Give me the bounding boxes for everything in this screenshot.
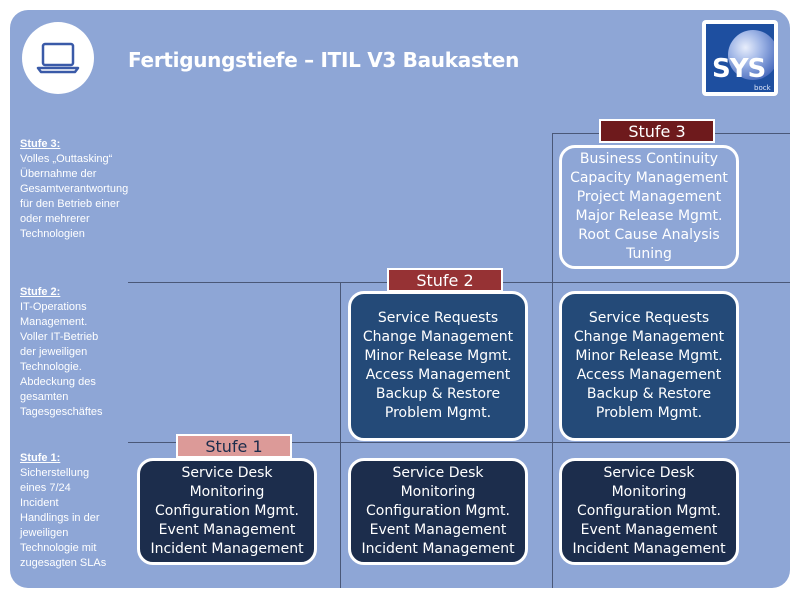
box-stufe1-col2: Service Desk Monitoring Configuration Mg…	[348, 458, 528, 565]
service-item: Major Release Mgmt.	[575, 208, 723, 224]
description-line: Management.	[20, 316, 88, 328]
description-line: Tagesgeschäftes	[20, 406, 103, 418]
box-stufe2-col2: Service Requests Change Management Minor…	[348, 291, 528, 441]
description-line: jeweiligen	[20, 527, 69, 539]
page-title: Fertigungstiefe – ITIL V3 Baukasten	[128, 48, 520, 72]
description-stufe1: Stufe 1: Sicherstellung eines 7/24 Incid…	[20, 451, 152, 571]
description-line: Technologie mit	[20, 542, 97, 554]
service-item: Root Cause Analysis	[578, 227, 720, 243]
service-item: Monitoring	[189, 484, 265, 500]
service-item: Service Desk	[603, 465, 695, 481]
description-line: zugesagten SLAs	[20, 557, 107, 569]
divider-stufe1	[128, 442, 790, 443]
description-line: eines 7/24	[20, 482, 71, 494]
description-line: Technologien	[20, 228, 85, 240]
description-line: Incident	[20, 497, 59, 509]
tag-stufe3: Stufe 3	[599, 119, 715, 143]
description-line: Handlings in der	[20, 512, 100, 524]
service-item: Incident Management	[361, 541, 515, 557]
service-item: Monitoring	[400, 484, 476, 500]
slide: Fertigungstiefe – ITIL V3 Baukasten SYS …	[10, 10, 790, 588]
service-item: Configuration Mgmt.	[577, 503, 721, 519]
service-item: Access Management	[365, 367, 511, 383]
service-item: Minor Release Mgmt.	[575, 348, 723, 364]
description-line: Technologie.	[20, 361, 82, 373]
description-heading: Stufe 2:	[20, 286, 61, 298]
service-item: Service Requests	[377, 310, 499, 326]
description-line: für den Betrieb einer	[20, 198, 120, 210]
service-item: Problem Mgmt.	[595, 405, 703, 421]
brand-text: SYS	[712, 54, 766, 84]
description-stufe3: Stufe 3: Volles „Outtasking“ Übernahme d…	[20, 137, 152, 242]
description-line: Voller IT-Betrieb	[20, 331, 99, 343]
tag-stufe2: Stufe 2	[387, 268, 503, 292]
service-item: Event Management	[369, 522, 507, 538]
divider-vertical-3	[552, 133, 553, 588]
laptop-logo	[22, 22, 94, 94]
service-item: Service Requests	[588, 310, 710, 326]
service-item: Problem Mgmt.	[384, 405, 492, 421]
service-item: Minor Release Mgmt.	[364, 348, 512, 364]
box-stufe1-col3: Service Desk Monitoring Configuration Mg…	[559, 458, 739, 565]
service-item: Incident Management	[150, 541, 304, 557]
divider-vertical-2	[340, 282, 341, 588]
description-line: Volles „Outtasking“	[20, 153, 113, 165]
service-item: Monitoring	[611, 484, 687, 500]
description-line: oder mehrerer	[20, 213, 90, 225]
service-item: Tuning	[626, 246, 672, 262]
sysbock-logo: SYS bock	[702, 20, 778, 96]
description-line: Abdeckung des	[20, 376, 96, 388]
description-heading: Stufe 1:	[20, 452, 61, 464]
service-item: Configuration Mgmt.	[366, 503, 510, 519]
brand-sub: bock	[754, 84, 771, 92]
service-item: Service Desk	[181, 465, 273, 481]
description-stufe2: Stufe 2: IT-Operations Management. Volle…	[20, 285, 152, 420]
service-item: Access Management	[576, 367, 722, 383]
description-line: gesamten	[20, 391, 69, 403]
box-stufe3-col3: Business Continuity Capacity Management …	[559, 145, 739, 269]
service-item: Event Management	[580, 522, 718, 538]
service-item: Backup & Restore	[375, 386, 501, 402]
service-item: Backup & Restore	[586, 386, 712, 402]
service-item: Incident Management	[572, 541, 726, 557]
tag-stufe1: Stufe 1	[176, 434, 292, 458]
service-item: Change Management	[573, 329, 725, 345]
box-stufe1-col1: Service Desk Monitoring Configuration Mg…	[137, 458, 317, 565]
service-item: Capacity Management	[570, 170, 728, 186]
box-stufe2-col3: Service Requests Change Management Minor…	[559, 291, 739, 441]
description-line: der jeweiligen	[20, 346, 88, 358]
description-line: IT-Operations	[20, 301, 87, 313]
service-item: Project Management	[576, 189, 722, 205]
laptop-icon	[36, 42, 80, 74]
service-item: Business Continuity	[579, 151, 719, 167]
service-item: Event Management	[158, 522, 296, 538]
service-item: Change Management	[362, 329, 514, 345]
description-line: Übernahme der	[20, 168, 97, 180]
description-heading: Stufe 3:	[20, 138, 61, 150]
service-item: Configuration Mgmt.	[155, 503, 299, 519]
service-item: Service Desk	[392, 465, 484, 481]
description-line: Gesamtverantwortung	[20, 183, 129, 195]
description-line: Sicherstellung	[20, 467, 90, 479]
